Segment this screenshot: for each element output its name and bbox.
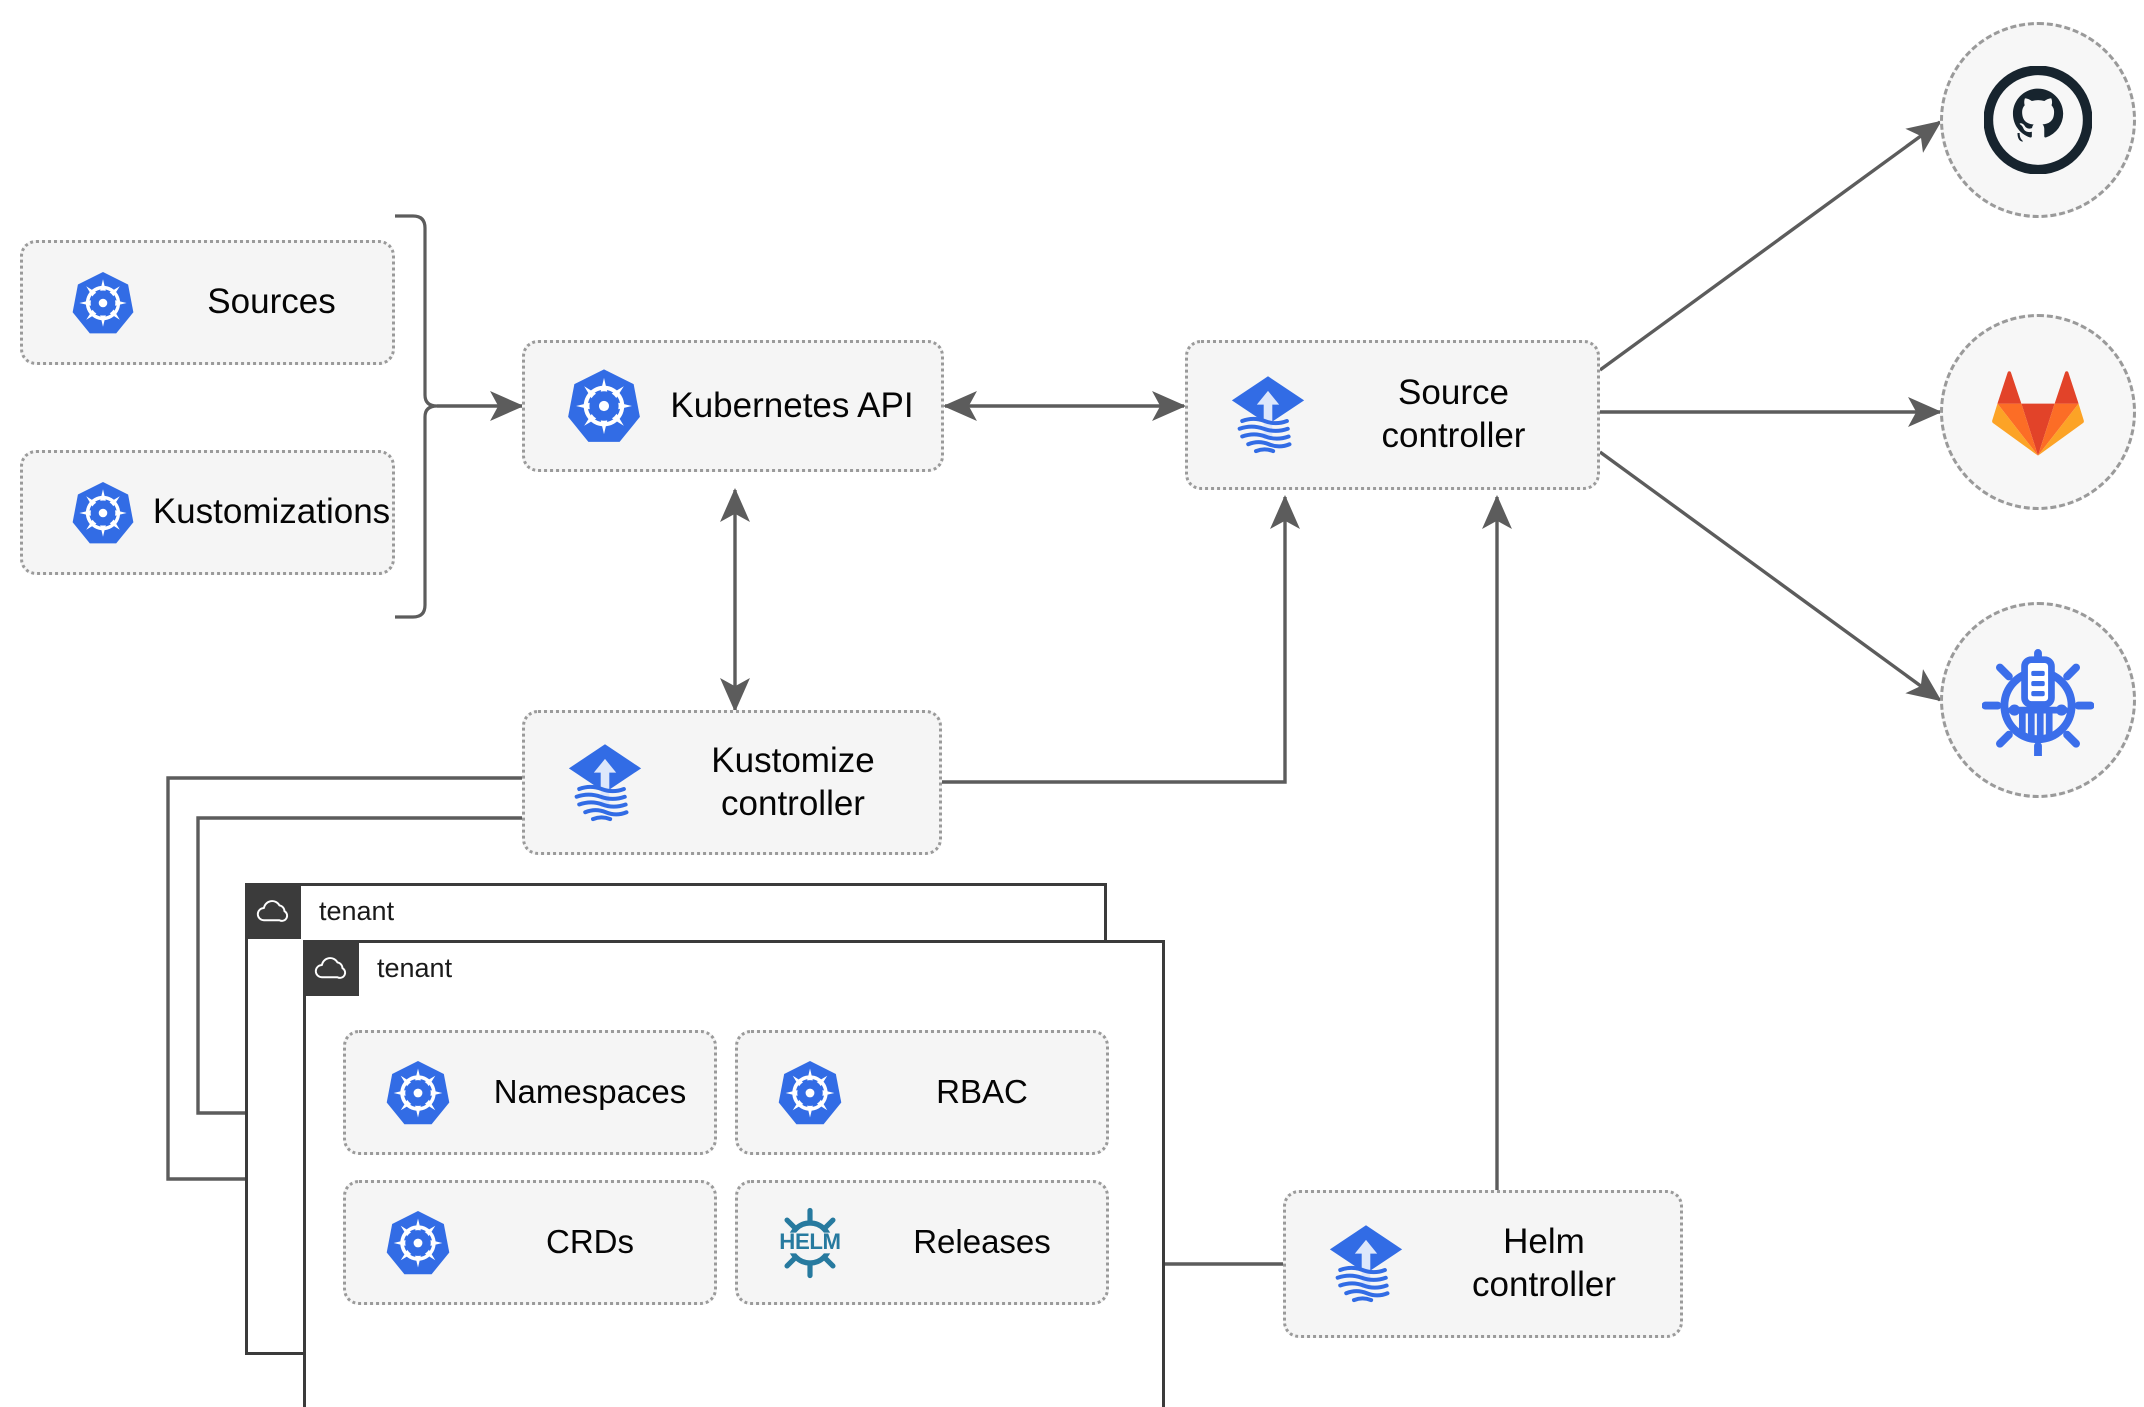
kubernetes-icon [549,367,659,445]
kubernetes-icon [370,1059,466,1127]
edge-kustomize-to-source [942,494,1300,784]
provider-helm-repository[interactable] [1940,602,2136,798]
node-helm-controller[interactable]: Helm controller [1283,1190,1683,1338]
tenant-resource-rbac[interactable]: RBAC [735,1030,1109,1155]
tenant-label-front: tenant [377,952,453,983]
kubernetes-icon [370,1209,466,1277]
tenant-resource-label-namespaces: Namespaces [493,1073,687,1111]
node-kubernetes-api[interactable]: Kubernetes API [522,340,944,472]
cloud-icon [245,883,301,939]
cloud-icon [303,940,359,996]
kubernetes-icon [55,270,151,336]
flux-icon [545,740,665,826]
tenant-resource-crds[interactable]: CRDs [343,1180,717,1305]
resource-label-sources: Sources [207,282,336,322]
node-label-kustomize-controller: Kustomize controller [711,740,875,823]
tenant-label-back: tenant [319,895,395,926]
tenant-resource-releases[interactable]: Releases [735,1180,1109,1305]
flux-icon [1306,1221,1426,1307]
edge-source-to-helmrepo [1598,450,1942,702]
tenant-resource-label-rbac: RBAC [936,1073,1028,1111]
tenant-resource-label-releases: Releases [913,1223,1051,1261]
provider-gitlab[interactable] [1940,314,2136,510]
helm-icon [762,1206,858,1280]
node-kustomize-controller[interactable]: Kustomize controller [522,710,942,855]
node-label-source-controller: Source controller [1381,373,1526,455]
node-label-kubernetes-api: Kubernetes API [670,385,914,425]
tenant-tab-front: tenant [303,940,452,996]
resource-label-kustomizations: Kustomizations [152,492,391,532]
tenant-resource-namespaces[interactable]: Namespaces [343,1030,717,1155]
provider-github[interactable] [1940,22,2136,218]
tenant-container-front[interactable]: tenant [303,940,1165,1407]
node-source-controller[interactable]: Source controller [1185,340,1600,490]
tenant-resource-label-crds: CRDs [546,1223,634,1261]
github-icon [1984,66,2092,174]
tenant-tab-back: tenant [245,883,394,939]
resource-box-sources[interactable]: Sources [20,240,395,365]
group-bracket [395,214,438,619]
kubernetes-icon [762,1059,858,1127]
helm-repository-icon [1982,644,2094,756]
resource-box-kustomizations[interactable]: Kustomizations [20,450,395,575]
edge-source-to-github [1598,120,1942,372]
gitlab-icon [1986,360,2090,464]
flux-icon [1208,372,1328,458]
node-label-helm-controller: Helm controller [1472,1222,1616,1304]
kubernetes-icon [55,480,151,546]
